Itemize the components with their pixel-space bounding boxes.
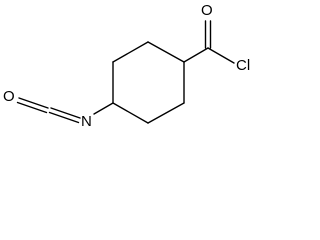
- ring-to-carbonyl-bond: [183, 47, 209, 63]
- structure-diagram: O Cl N O: [0, 0, 262, 138]
- ring-bond-top: [147, 41, 185, 63]
- carbonyl-to-chlorine-bond: [207, 47, 235, 64]
- c-o-double-bond-a: [18, 97, 49, 109]
- ring-bond-bottom-left: [112, 102, 149, 124]
- n-c-double-bond-a: [50, 107, 81, 119]
- c-o-double-bond-b: [16, 101, 48, 114]
- n-c-double-bond-b: [48, 111, 80, 124]
- ring-bond-bottom-right: [147, 102, 185, 124]
- chlorine-label: Cl: [236, 57, 251, 74]
- ring-to-nitrogen-bond: [93, 102, 114, 115]
- nitrogen-label: N: [81, 113, 92, 130]
- carbonyl-oxygen-label: O: [201, 2, 213, 19]
- bond-drawing: [16, 20, 235, 124]
- ring-bond-top-left: [112, 41, 149, 63]
- isocyanate-oxygen-label: O: [3, 88, 15, 105]
